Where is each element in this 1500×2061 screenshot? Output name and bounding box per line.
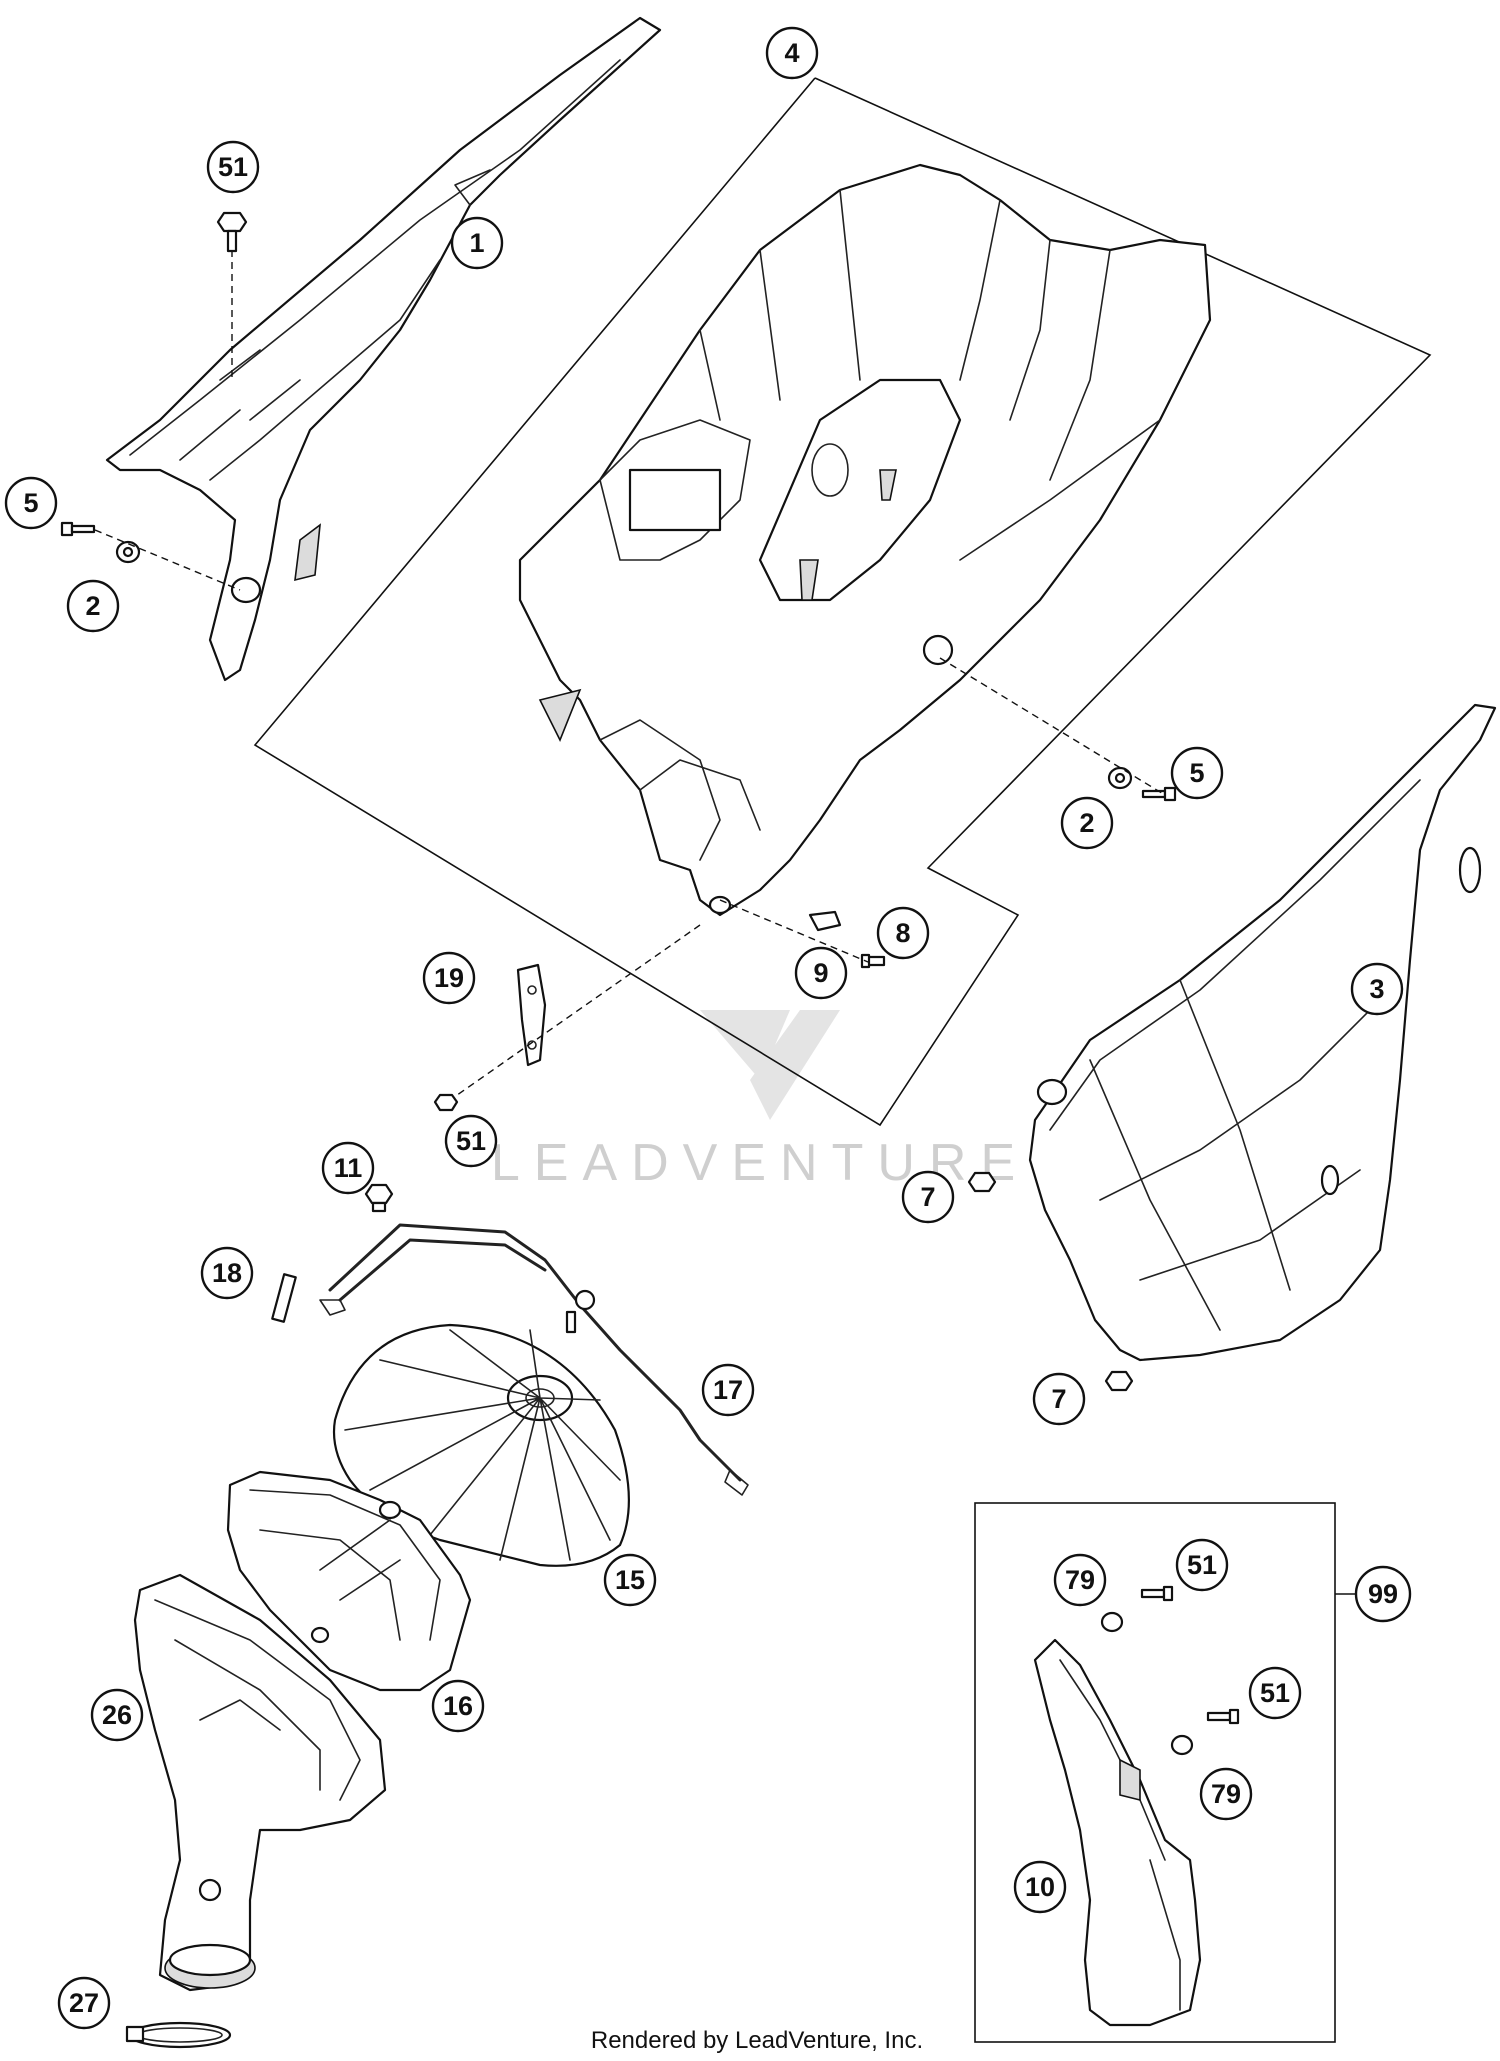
callout-4[interactable]: 4	[765, 26, 819, 80]
svg-text:26: 26	[102, 1700, 132, 1730]
nut-upper[interactable]	[967, 1171, 997, 1193]
part-right-cover[interactable]	[1028, 703, 1497, 1362]
bolt-kit-lower[interactable]	[1206, 1708, 1240, 1725]
callout-11[interactable]: 11	[321, 1141, 375, 1195]
callout-10[interactable]: 10	[1013, 1860, 1067, 1914]
callout-19[interactable]: 19	[422, 951, 476, 1005]
part-filter-cage[interactable]	[319, 1223, 749, 1496]
bolt-kit-upper[interactable]	[1140, 1585, 1174, 1602]
part-airbox[interactable]	[518, 163, 1212, 917]
part-hose-clamp[interactable]	[125, 2021, 232, 2049]
callout-79-lower[interactable]: 79	[1199, 1767, 1253, 1821]
callout-7-upper[interactable]: 7	[901, 1170, 955, 1224]
svg-text:27: 27	[69, 1988, 99, 2018]
bolt-bracket[interactable]	[433, 1093, 459, 1112]
callout-2-right[interactable]: 2	[1060, 796, 1114, 850]
svg-text:51: 51	[1260, 1678, 1290, 1708]
group-frame-airbox	[253, 77, 1432, 1127]
part-intake-cover[interactable]	[1033, 1638, 1202, 2027]
svg-text:9: 9	[813, 958, 828, 988]
callout-18[interactable]: 18	[200, 1246, 254, 1300]
part-air-filter[interactable]	[332, 1323, 630, 1567]
part-left-cover[interactable]	[105, 16, 662, 682]
svg-text:7: 7	[1051, 1384, 1066, 1414]
callout-9[interactable]: 9	[794, 946, 848, 1000]
callout-5-left[interactable]: 5	[4, 476, 58, 530]
svg-text:79: 79	[1065, 1565, 1095, 1595]
svg-text:79: 79	[1211, 1779, 1241, 1809]
clip-part[interactable]	[808, 910, 842, 932]
callout-8[interactable]: 8	[876, 906, 930, 960]
bolt-left[interactable]	[60, 521, 96, 537]
callout-27[interactable]: 27	[57, 1976, 111, 2030]
svg-text:2: 2	[85, 591, 100, 621]
svg-text:8: 8	[895, 918, 910, 948]
bracket-part[interactable]	[516, 963, 547, 1067]
pin-part[interactable]	[271, 1273, 297, 1323]
washer-kit-lower[interactable]	[1170, 1734, 1194, 1756]
callout-79-upper[interactable]: 79	[1053, 1553, 1107, 1607]
svg-text:3: 3	[1369, 974, 1384, 1004]
callout-51-kit-lower[interactable]: 51	[1248, 1666, 1302, 1720]
nut-small[interactable]	[364, 1183, 394, 1213]
svg-text:51: 51	[218, 152, 248, 182]
svg-text:2: 2	[1079, 808, 1094, 838]
callout-51-top[interactable]: 51	[206, 140, 260, 194]
callout-15[interactable]: 15	[603, 1553, 657, 1607]
callout-1[interactable]: 1	[450, 216, 504, 270]
watermark: LEADVENTURE	[491, 1010, 1015, 1192]
part-filter-support[interactable]	[226, 1470, 472, 1692]
svg-text:10: 10	[1025, 1872, 1055, 1902]
callout-26[interactable]: 26	[90, 1688, 144, 1742]
svg-text:5: 5	[1189, 758, 1204, 788]
callout-51-middle[interactable]: 51	[444, 1114, 498, 1168]
svg-text:4: 4	[784, 38, 799, 68]
callout-7-lower[interactable]: 7	[1032, 1372, 1086, 1426]
callout-51-kit-upper[interactable]: 51	[1175, 1538, 1229, 1592]
svg-text:16: 16	[443, 1691, 473, 1721]
svg-text:7: 7	[920, 1182, 935, 1212]
svg-text:17: 17	[713, 1375, 743, 1405]
svg-text:11: 11	[334, 1153, 363, 1183]
callout-5-right[interactable]: 5	[1170, 746, 1224, 800]
bolt-top[interactable]	[216, 211, 248, 253]
callout-16[interactable]: 16	[431, 1679, 485, 1733]
part-intake-boot[interactable]	[133, 1573, 387, 1992]
svg-text:5: 5	[23, 488, 38, 518]
callout-17[interactable]: 17	[701, 1363, 755, 1417]
washer-left[interactable]	[115, 540, 141, 564]
bolt-right[interactable]	[1141, 786, 1177, 802]
washer-right[interactable]	[1107, 766, 1133, 790]
callout-3[interactable]: 3	[1350, 962, 1404, 1016]
callout-99[interactable]: 99	[1354, 1565, 1412, 1623]
svg-text:1: 1	[469, 228, 484, 258]
svg-text:15: 15	[615, 1565, 645, 1595]
svg-text:19: 19	[434, 963, 464, 993]
svg-text:51: 51	[1187, 1550, 1217, 1580]
svg-text:51: 51	[456, 1126, 486, 1156]
group-frame-kit	[974, 1502, 1336, 2043]
svg-text:99: 99	[1368, 1579, 1398, 1609]
callout-2-left[interactable]: 2	[66, 579, 120, 633]
washer-kit-upper[interactable]	[1100, 1611, 1124, 1633]
footer-credit: Rendered by LeadVenture, Inc.	[591, 2027, 923, 2054]
nut-lower[interactable]	[1104, 1370, 1134, 1392]
svg-text:18: 18	[212, 1258, 242, 1288]
